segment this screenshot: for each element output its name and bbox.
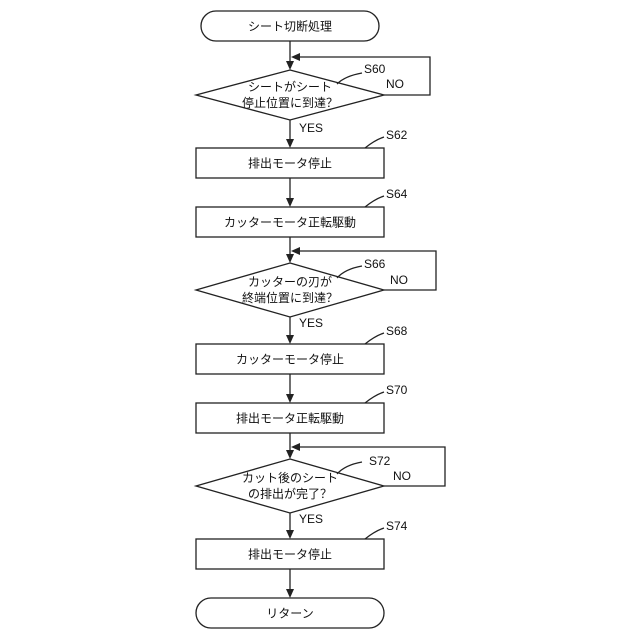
step-leader-s66 [337, 266, 362, 278]
process-s68-label: カッターモータ停止 [236, 352, 344, 367]
connector [286, 178, 294, 207]
no-label-s66: NO [390, 273, 408, 287]
connector [286, 237, 294, 263]
decision-s66-line2: 終端位置に到達？ [242, 290, 338, 305]
start-terminal: シート切断処理 [201, 11, 379, 41]
step-leader-s60 [337, 73, 362, 84]
process-s64-label: カッターモータ正転駆動 [224, 216, 356, 230]
decision-s60-line1: シートがシート [248, 79, 332, 94]
step-label-s70: S70 [386, 383, 408, 397]
step-label-s68: S68 [386, 324, 408, 338]
step-leader-s74 [365, 528, 384, 539]
step-label-s66: S66 [364, 257, 386, 271]
step-label-s72: S72 [369, 454, 391, 468]
connector [286, 569, 294, 598]
yes-label-s72: YES [299, 512, 323, 526]
step-leader-s62 [365, 137, 384, 148]
decision-s66-shape [196, 263, 384, 317]
decision-s72: カット後のシート の排出が完了？ S72 NO YES [196, 454, 411, 526]
decision-s60: シートがシート 停止位置に到達？ S60 NO YES [196, 62, 404, 135]
connector [286, 41, 294, 70]
step-leader-s72 [337, 462, 362, 474]
decision-s60-shape [196, 70, 384, 120]
process-s64: カッターモータ正転駆動 S64 [196, 187, 408, 237]
decision-s72-shape [196, 459, 384, 513]
process-s74-label: 排出モータ停止 [248, 547, 332, 562]
decision-s72-line2: の排出が完了？ [248, 486, 332, 501]
process-s68: カッターモータ停止 S68 [196, 324, 408, 374]
no-label-s60: NO [386, 77, 404, 91]
step-label-s64: S64 [386, 187, 408, 201]
end-terminal: リターン [196, 598, 384, 628]
decision-s60-line2: 停止位置に到達？ [242, 95, 338, 110]
step-leader-s70 [365, 392, 384, 403]
yes-label-s60: YES [299, 121, 323, 135]
connector [286, 513, 294, 539]
process-s62-label: 排出モータ停止 [248, 156, 332, 171]
decision-s66-line1: カッターの刃が [248, 274, 332, 289]
process-s70: 排出モータ正転駆動 S70 [196, 383, 408, 433]
decision-s72-line1: カット後のシート [242, 471, 338, 485]
process-s62: 排出モータ停止 S62 [196, 128, 408, 178]
process-s70-label: 排出モータ正転駆動 [236, 412, 344, 426]
process-s74: 排出モータ停止 S74 [196, 519, 408, 569]
step-label-s60: S60 [364, 62, 386, 76]
decision-s66: カッターの刃が 終端位置に到達？ S66 NO YES [196, 257, 408, 330]
step-leader-s68 [365, 333, 384, 344]
connector [286, 433, 294, 459]
step-label-s74: S74 [386, 519, 408, 533]
connector [286, 120, 294, 148]
connector [286, 317, 294, 344]
end-terminal-label: リターン [266, 607, 313, 621]
yes-label-s66: YES [299, 316, 323, 330]
start-terminal-label: シート切断処理 [248, 19, 332, 34]
no-label-s72: NO [393, 469, 411, 483]
step-leader-s64 [365, 196, 384, 207]
connector [286, 374, 294, 403]
step-label-s62: S62 [386, 128, 408, 142]
